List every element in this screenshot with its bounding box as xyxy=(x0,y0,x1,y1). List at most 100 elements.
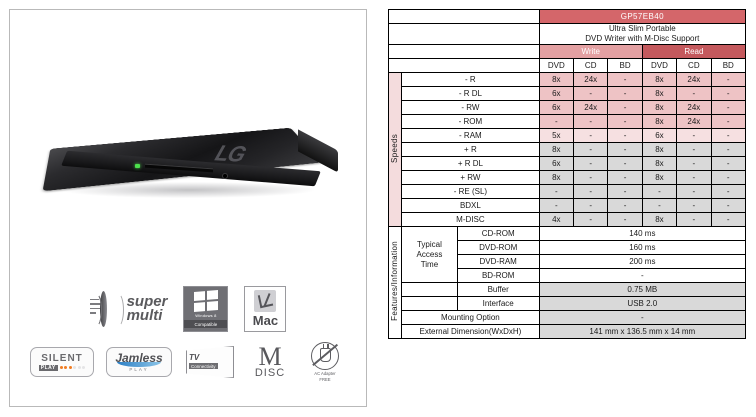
speed-value: - xyxy=(641,198,678,213)
windows-compatible-label: Compatible xyxy=(184,320,228,328)
drive-right-side xyxy=(298,129,338,173)
info-row-label: Buffer xyxy=(456,282,540,297)
m-disc-sublabel: DISC xyxy=(254,366,286,379)
tv-connectivity-sublabel: Connectivity xyxy=(189,363,218,369)
model-subtitle-line1: Ultra Slim Portable xyxy=(608,24,676,33)
speed-value: - xyxy=(573,142,609,157)
speed-value: - xyxy=(710,184,747,199)
badge-row-2: SILENT PLAY Jamless PLAY TV Connectivity xyxy=(10,336,366,388)
speed-value: - xyxy=(538,198,575,213)
speed-value: - xyxy=(676,142,712,157)
speed-value: 4x xyxy=(538,212,575,227)
speed-value: - xyxy=(710,114,747,129)
write-dvd-header: DVD xyxy=(538,58,575,73)
read-dvd-header: DVD xyxy=(641,58,678,73)
no-ac-adapter-icon xyxy=(311,342,339,370)
info-group-spacer xyxy=(401,282,458,297)
speed-value: - xyxy=(676,198,712,213)
speed-row: + R DL 6x - - 8x - - xyxy=(389,156,747,171)
speed-row: BDXL - - - - - - xyxy=(389,198,747,213)
speed-value: - xyxy=(607,128,643,143)
access-label-line1: Typical xyxy=(416,239,442,249)
access-row-value: - xyxy=(538,268,747,283)
speed-value: 8x xyxy=(641,72,678,87)
speed-value: - xyxy=(676,212,712,227)
speed-value: 24x xyxy=(676,114,712,129)
speed-value: - xyxy=(607,156,643,171)
speed-value: 8x xyxy=(641,142,678,157)
specification-table: GP57EB40 Ultra Slim Portable DVD Writer … xyxy=(387,9,747,339)
jamless-swoosh-icon xyxy=(117,362,161,367)
speed-value: - xyxy=(607,142,643,157)
speeds-section-caption: Speeds xyxy=(387,72,403,227)
info-group-spacer xyxy=(401,296,458,311)
speed-value: - xyxy=(607,100,643,115)
features-section-caption: Features/Information xyxy=(387,226,403,339)
media-header-row: DVD CD BD DVD CD BD xyxy=(388,58,747,73)
speed-row: + R 8x - - 8x - - xyxy=(389,142,747,157)
speed-value: 8x xyxy=(538,142,575,157)
access-label-line2: Access xyxy=(416,249,443,259)
speed-value: - xyxy=(607,184,643,199)
speed-value: - xyxy=(676,86,712,101)
speed-row: - R DL 6x - - 8x - - xyxy=(389,86,747,101)
speed-row-label: BDXL xyxy=(401,198,540,213)
write-bd-header: BD xyxy=(607,58,643,73)
model-subtitle-row: Ultra Slim Portable DVD Writer with M-Di… xyxy=(388,23,747,45)
speed-value: - xyxy=(607,86,643,101)
mac-label: Mac xyxy=(252,313,279,328)
speed-value: 5x xyxy=(538,128,575,143)
speed-value: - xyxy=(676,156,712,171)
speed-row-label: + R DL xyxy=(401,156,540,171)
dvd-writer-illustration: LG xyxy=(30,78,350,218)
model-subtitle-line2: DVD Writer with M-Disc Support xyxy=(585,34,700,43)
speed-value: - xyxy=(538,114,575,129)
emergency-eject-hole xyxy=(222,173,228,179)
speed-value: 8x xyxy=(641,86,678,101)
spacer-cell xyxy=(388,58,540,73)
speed-value: - xyxy=(710,212,747,227)
wide-info-row: External Dimension(WxDxH) 141 mm x 136.5… xyxy=(389,324,747,339)
speed-row: - RW 6x 24x - 8x 24x - xyxy=(389,100,747,115)
speed-row-label: - RW xyxy=(401,100,540,115)
super-multi-line1: super xyxy=(126,293,168,310)
ac-adapter-free-badge: AC Adapter FREE xyxy=(304,342,346,382)
windows-version-label: Windows 8 xyxy=(195,313,217,318)
speed-value: 24x xyxy=(573,100,609,115)
access-row-value: 200 ms xyxy=(538,254,747,269)
m-disc-m-glyph: M xyxy=(258,341,282,371)
speed-value: - xyxy=(607,114,643,129)
speed-value: - xyxy=(710,72,747,87)
silent-label: SILENT xyxy=(41,352,83,364)
tv-connectivity-badge: TV Connectivity xyxy=(184,344,236,380)
speed-value: - xyxy=(710,142,747,157)
ac-adapter-line1: AC Adapter xyxy=(314,371,336,376)
speed-value: - xyxy=(710,128,747,143)
access-row-label: DVD-RAM xyxy=(456,254,540,269)
speed-value: - xyxy=(676,184,712,199)
speed-row-label: M-DISC xyxy=(401,212,540,227)
speed-value: 8x xyxy=(641,212,678,227)
speed-value: - xyxy=(710,198,747,213)
speed-row: M-DISC 4x - - 8x - - xyxy=(389,212,747,227)
speed-value: - xyxy=(676,170,712,185)
wide-row-label: Mounting Option xyxy=(401,310,540,325)
tv-screen-icon xyxy=(186,346,234,378)
read-cd-header: CD xyxy=(676,58,712,73)
speed-row: - ROM - - - 8x 24x - xyxy=(389,114,747,129)
speed-value: - xyxy=(607,198,643,213)
product-image-panel: LG super multi xyxy=(9,9,367,407)
m-disc-badge: M DISC xyxy=(248,343,292,381)
speed-value: - xyxy=(607,170,643,185)
speed-value: 8x xyxy=(641,170,678,185)
silent-play-meter: PLAY xyxy=(38,364,86,371)
status-led xyxy=(135,164,140,168)
info-row-value: 0.75 MB xyxy=(538,282,747,297)
speed-row: - RAM 5x - - 6x - - xyxy=(389,128,747,143)
specification-table-panel: GP57EB40 Ultra Slim Portable DVD Writer … xyxy=(387,9,747,407)
speed-value: - xyxy=(573,212,609,227)
spacer-cell xyxy=(388,44,540,59)
access-time-row: Features/Information Typical Access Time… xyxy=(387,226,747,339)
access-label-line3: Time xyxy=(420,259,439,269)
